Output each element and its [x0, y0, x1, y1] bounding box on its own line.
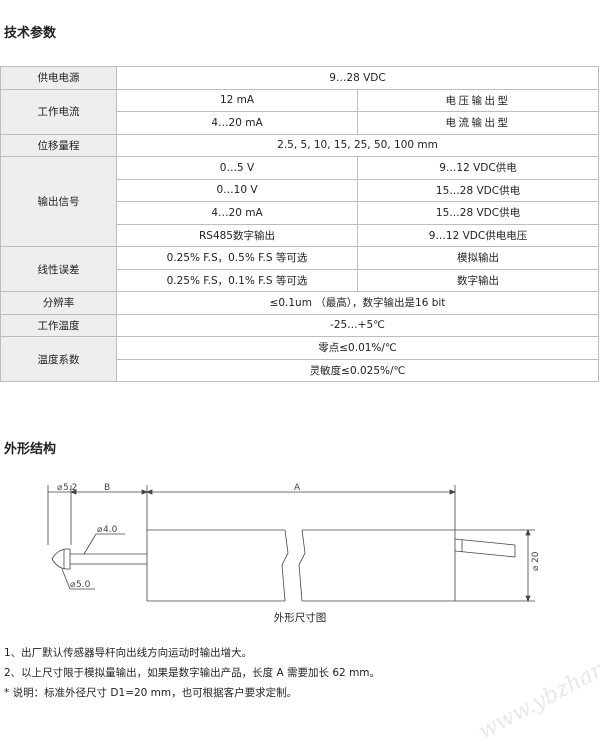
linearity-mode: 模拟输出 — [357, 246, 599, 270]
output-signal: 0…10 V — [116, 178, 358, 202]
cable-bottom — [454, 550, 516, 558]
output-label: 输出信号 — [0, 156, 117, 247]
dim-a-label: A — [294, 483, 301, 493]
table-row: 0…10 V 15…28 VDC供电 — [1, 178, 599, 202]
range-value: 2.5, 5, 10, 15, 25, 50, 100 mm — [116, 133, 599, 157]
break-mark — [298, 529, 306, 602]
linearity-value: 0.25% F.S，0.1% F.S 等可选 — [116, 268, 358, 292]
range-label: 位移量程 — [0, 133, 117, 157]
current-label: 工作电流 — [0, 88, 117, 135]
dia52-value: 5.2 — [63, 483, 77, 493]
output-supply: 9…12 VDC供电电压 — [357, 223, 599, 247]
dimension-arrows — [525, 528, 531, 603]
table-row: 工作电流 12 mA 电压输出型 — [0, 88, 599, 135]
linearity-mode: 数字输出 — [357, 268, 599, 292]
output-supply: 15…28 VDC供电 — [357, 201, 599, 225]
coef-zero: 零点≤0.01%/℃ — [116, 336, 599, 360]
probe-tip — [51, 548, 71, 570]
outline-drawing: ⌀ 5.2 B A ⌀ 20 ⌀ 4.0 ⌀ 5.0 — [47, 483, 541, 603]
spec-heading: 技术参数 — [4, 26, 57, 41]
table-row: 输出信号 0…5 V 9…12 VDC供电 — [0, 156, 599, 247]
table-row: 位移量程 2.5, 5, 10, 15, 25, 50, 100 mm — [0, 133, 599, 157]
power-label: 供电电源 — [0, 66, 117, 90]
current-type: 电流输出型 — [357, 111, 599, 135]
dia20-value: 20 — [531, 551, 541, 563]
current-value: 12 mA — [116, 88, 358, 112]
table-row: 灵敏度≤0.025%/℃ — [1, 358, 599, 382]
dia50-value: 5.0 — [76, 580, 91, 590]
dia50-symbol: ⌀ — [70, 580, 76, 590]
table-row: 线性误差 0.25% F.S，0.5% F.S 等可选 模拟输出 — [0, 246, 599, 292]
dim-b-label: B — [104, 483, 110, 493]
table-row: 4…20 mA 电流输出型 — [1, 111, 599, 135]
note-3: * 说明：标准外径尺寸 D1=20 mm，也可根据客户要求定制。 — [4, 687, 298, 699]
table-row: 分辨率 ≤0.1um （最高），数字输出是16 bit — [0, 291, 599, 315]
linearity-value: 0.25% F.S，0.5% F.S 等可选 — [116, 246, 358, 270]
output-supply: 15…28 VDC供电 — [357, 178, 599, 202]
dia20-label: ⌀ — [531, 565, 541, 571]
table-row: 温度系数 零点≤0.01%/℃ — [0, 336, 599, 382]
output-supply: 9…12 VDC供电 — [357, 156, 599, 180]
resolution-label: 分辨率 — [0, 291, 117, 315]
output-signal: RS485数字输出 — [116, 223, 358, 247]
resolution-value: ≤0.1um （最高），数字输出是16 bit — [116, 291, 599, 315]
cable-top — [454, 538, 516, 546]
current-type: 电压输出型 — [357, 88, 599, 112]
note-1: 1、出厂默认传感器导杆向出线方向运动时输出增大。 — [4, 647, 253, 659]
current-value: 4…20 mA — [116, 111, 358, 135]
output-signal: 4…20 mA — [116, 201, 358, 225]
temp-label: 工作温度 — [0, 313, 117, 337]
table-row: 4…20 mA 15…28 VDC供电 — [1, 201, 599, 225]
note-2: 2、以上尺寸限于模拟量输出，如果是数字输出产品，长度 A 需要加长 62 mm。 — [4, 667, 381, 679]
power-value: 9…28 VDC — [116, 66, 599, 90]
output-signal: 0…5 V — [116, 156, 358, 180]
leader-line — [83, 533, 97, 555]
coef-sensitivity: 灵敏度≤0.025%/℃ — [116, 358, 599, 382]
table-row: 工作温度 -25…+5℃ — [0, 313, 599, 337]
leader-line — [61, 568, 71, 590]
table-row: RS485数字输出 9…12 VDC供电电压 — [1, 223, 599, 247]
linearity-label: 线性误差 — [0, 246, 117, 292]
dia52-label: ⌀ — [57, 483, 63, 493]
drawing-caption: 外形尺寸图 — [273, 612, 327, 624]
outline-heading: 外形结构 — [4, 442, 57, 457]
table-row: 供电电源 9…28 VDC — [0, 66, 599, 90]
dia40-symbol: ⌀ — [97, 525, 103, 535]
table-row: 0.25% F.S，0.1% F.S 等可选 数字输出 — [1, 268, 599, 292]
temp-value: -25…+5℃ — [116, 313, 599, 337]
watermark: www.ybzhan.cn — [474, 640, 600, 745]
dia40-value: 4.0 — [103, 525, 118, 535]
spec-table: 供电电源 9…28 VDC 工作电流 12 mA 电压输出型 4…20 mA 电… — [0, 66, 599, 382]
break-mark — [281, 529, 289, 602]
dimension-arrows — [69, 489, 457, 495]
coef-label: 温度系数 — [0, 336, 117, 382]
